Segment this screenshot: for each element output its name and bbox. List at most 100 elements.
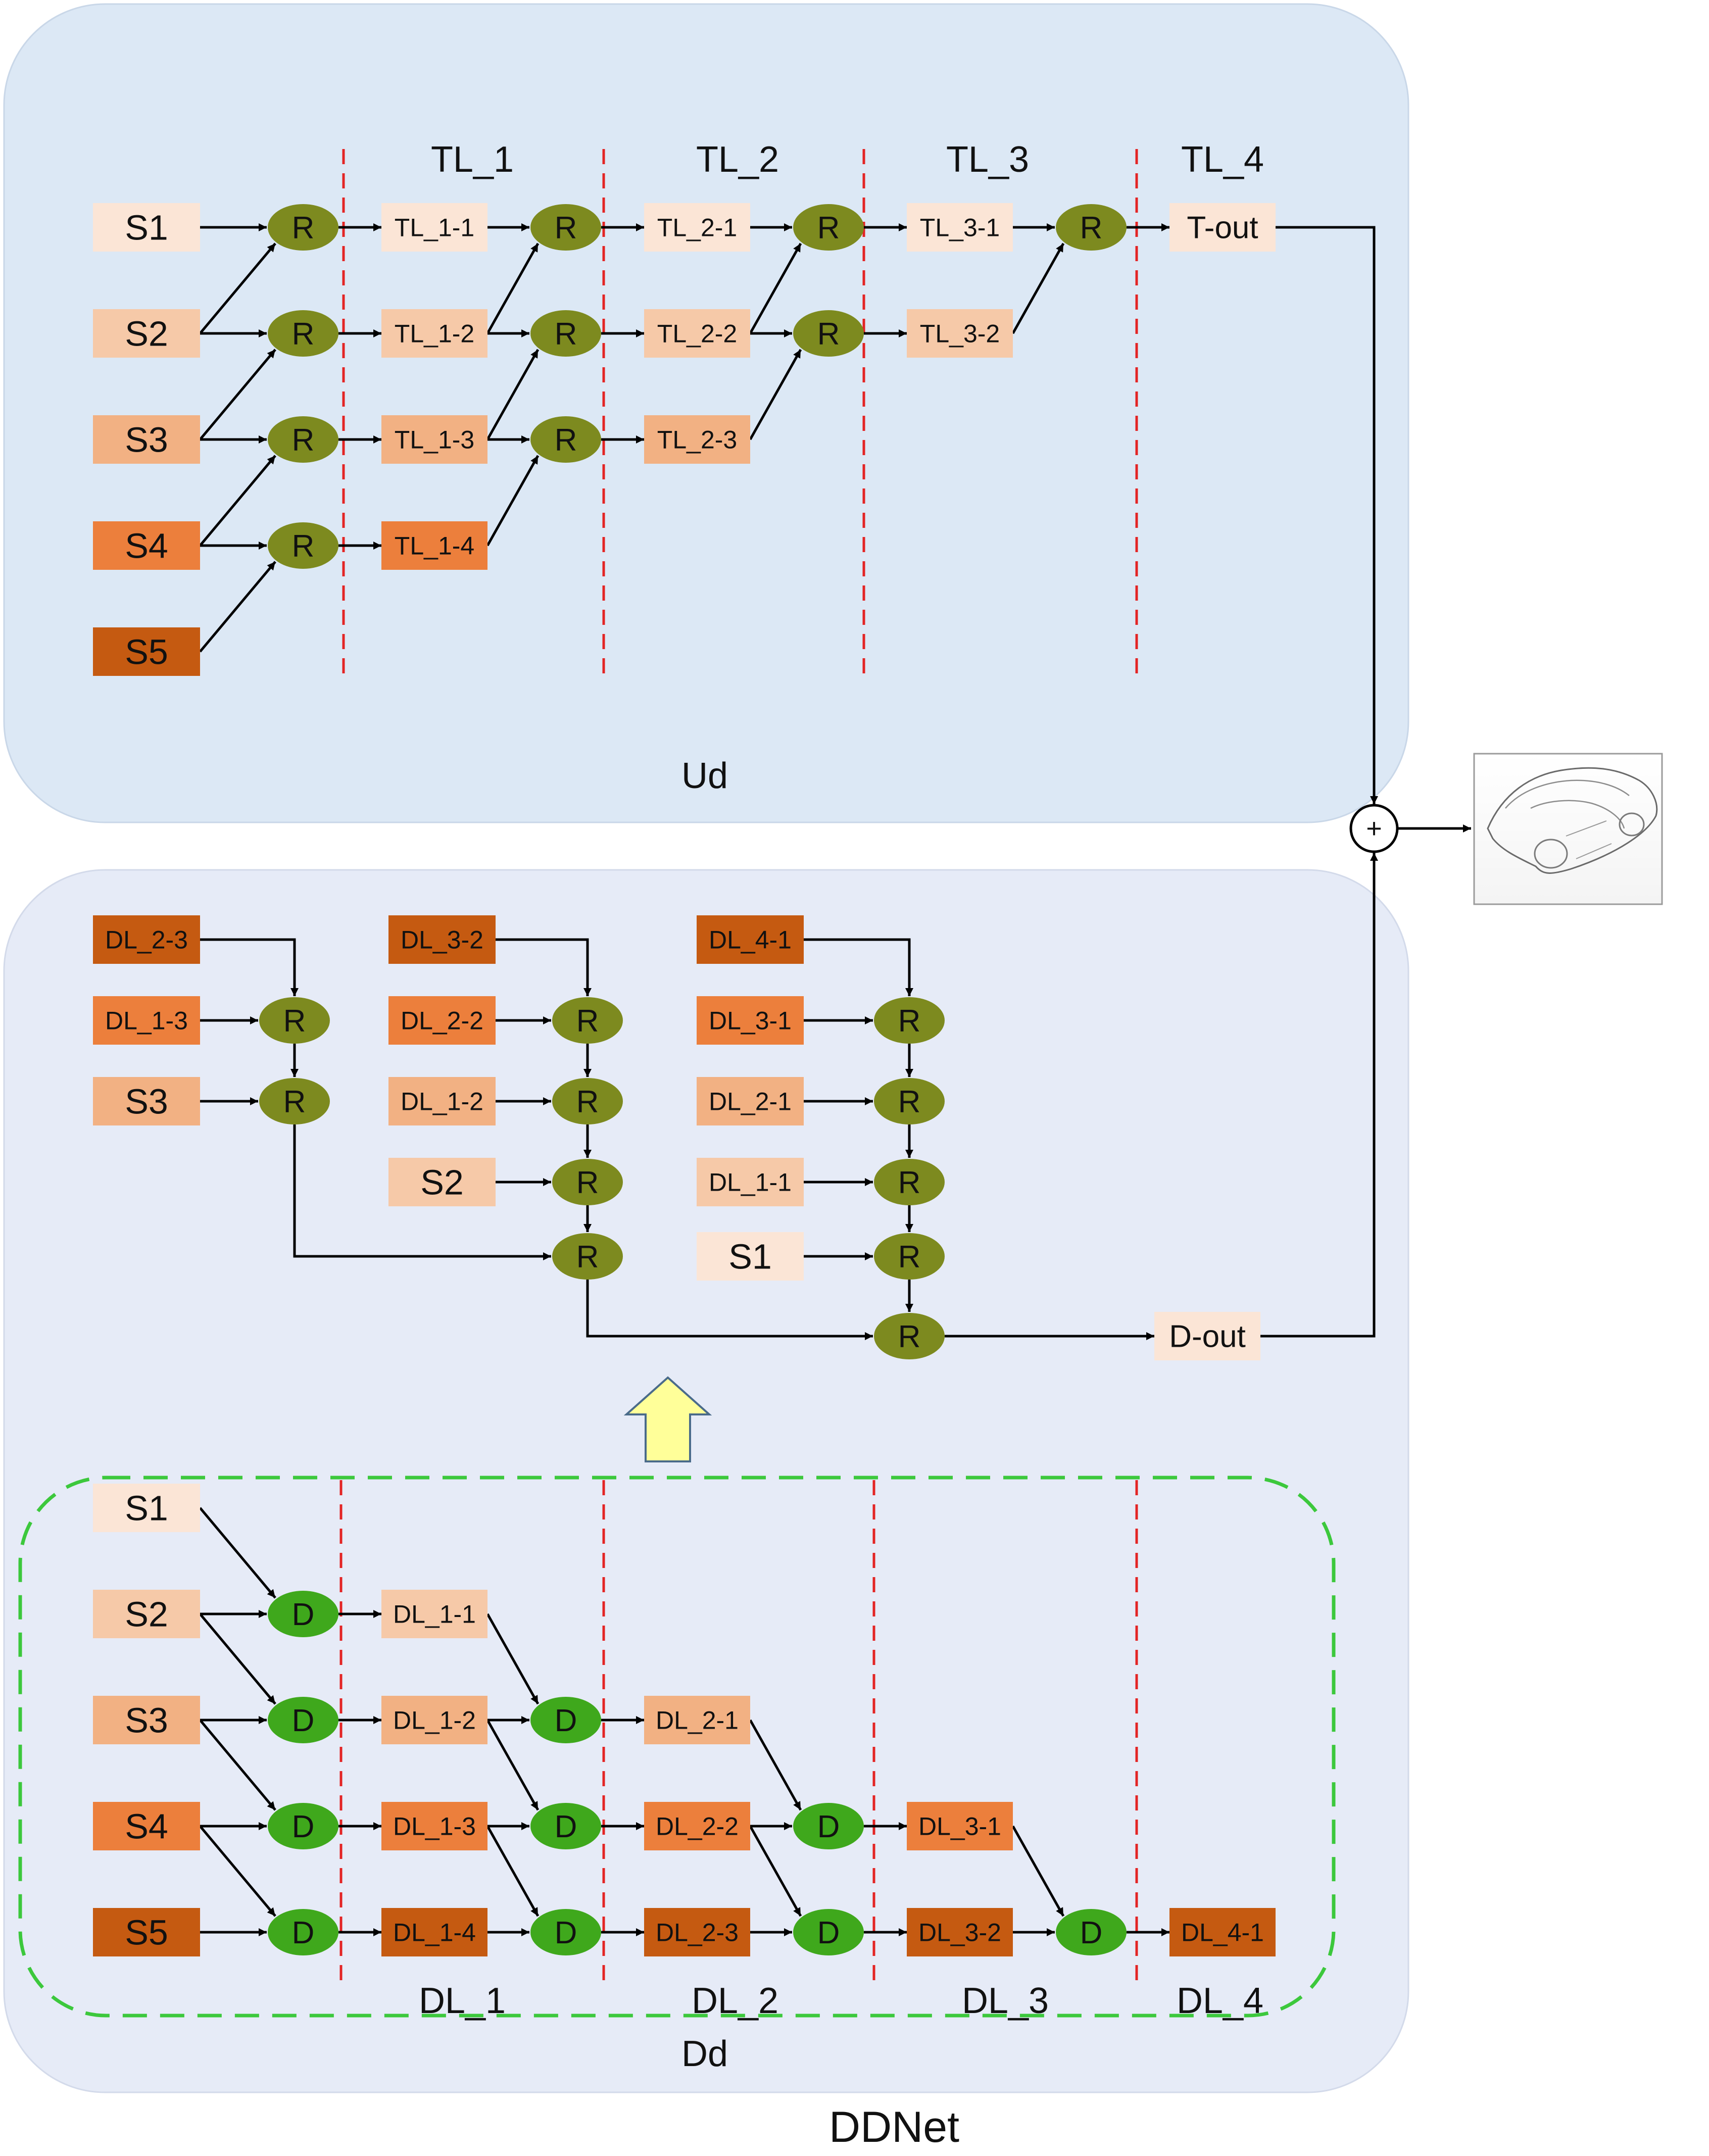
edge-arrow xyxy=(486,349,540,440)
ud-tl3-0-box xyxy=(907,203,1013,252)
edge-arrow xyxy=(749,1825,802,1917)
dd-dl1-1-box xyxy=(381,1696,487,1744)
diagram-title: DDNet xyxy=(829,2103,959,2151)
ud-source-s3-box xyxy=(93,415,200,464)
ud-source-s3-label: S3 xyxy=(125,420,168,460)
fusion-c1-b-label: DL_1-3 xyxy=(105,1007,188,1035)
dd-dl4-0-box xyxy=(1169,1908,1276,1956)
dd-dl1-3-label: DL_1-4 xyxy=(393,1919,476,1947)
dd-source-s1-label: S1 xyxy=(125,1489,168,1528)
ud-source-s2-box xyxy=(93,309,200,358)
ud-tl3-1-box xyxy=(907,309,1013,358)
fusion-c3-r-node-text: R xyxy=(898,1004,921,1039)
fusion-c2-2-box xyxy=(388,1077,496,1125)
yellow-up-arrow xyxy=(623,1376,712,1462)
fusion-c2-2-label: DL_1-2 xyxy=(401,1088,483,1116)
fusion-c3-r-node-text: R xyxy=(898,1165,921,1200)
fusion-c3-3-box xyxy=(697,1158,804,1206)
dd-d2-node-text: D xyxy=(555,1809,577,1844)
ud-tl1-3-box xyxy=(381,521,487,570)
edge-arrow xyxy=(496,938,592,996)
dd-d1-node-text: D xyxy=(292,1916,315,1950)
ud-label: Ud xyxy=(681,756,728,796)
dd-d1-node-text: D xyxy=(292,1597,315,1632)
fusion-c3-2-box xyxy=(697,1077,804,1125)
fusion-c3-r-node-text: R xyxy=(898,1240,921,1275)
ud-tl3-0-label: TL_3-1 xyxy=(920,214,1000,242)
edge-arrow xyxy=(293,1124,551,1260)
fusion-c1-r-node xyxy=(259,1078,330,1124)
ud-r2-node-text: R xyxy=(555,423,577,458)
ud-t-out-box xyxy=(1169,203,1276,252)
dd-source-s1-box xyxy=(93,1484,200,1532)
ud-r1-node-text: R xyxy=(292,211,315,246)
ud-source-s2-label: S2 xyxy=(125,314,168,354)
edge-arrow xyxy=(486,455,540,547)
edge-arrow xyxy=(199,1613,276,1705)
fusion-c3-0-label: DL_4-1 xyxy=(709,926,792,954)
ud-r1-node xyxy=(268,522,338,569)
d-out-to-sum-edge xyxy=(1260,853,1378,1338)
dd-dl1-0-box xyxy=(381,1590,487,1638)
dd-stage-label: DL_2 xyxy=(692,1981,778,2021)
edge-arrow xyxy=(199,1719,276,1811)
dd-dl2-2-box xyxy=(644,1908,750,1956)
sum-node xyxy=(1349,804,1399,853)
dd-panel xyxy=(3,869,1409,2093)
ud-tl2-0-box xyxy=(644,203,750,252)
fusion-c1-c-label: S3 xyxy=(125,1082,168,1121)
fusion-c2-r-node xyxy=(552,1233,623,1280)
ud-r1-node-text: R xyxy=(292,423,315,458)
edge-arrow xyxy=(749,1719,802,1811)
edge-arrow xyxy=(199,242,276,334)
fusion-c2-3-box xyxy=(388,1158,496,1206)
ud-r2-node xyxy=(530,310,601,357)
ud-source-s1-box xyxy=(93,203,200,252)
ud-tl2-2-label: TL_2-3 xyxy=(657,426,737,454)
ud-r4-node-text: R xyxy=(1080,211,1103,246)
fusion-c3-r-node-text: R xyxy=(898,1085,921,1119)
edge-arrow xyxy=(199,561,276,653)
dd-dashed-frame xyxy=(18,1476,1336,2018)
dd-d1-node xyxy=(268,1591,338,1637)
ud-source-s4-box xyxy=(93,521,200,570)
ud-stage-label: TL_1 xyxy=(431,139,514,180)
ud-source-s1-label: S1 xyxy=(125,208,168,248)
fusion-c2-1-box xyxy=(388,996,496,1045)
dd-d3-node xyxy=(793,1803,864,1849)
fusion-c3-4-label: S1 xyxy=(728,1237,772,1277)
edge-arrow xyxy=(486,1719,540,1811)
edge-arrow xyxy=(749,349,802,440)
fusion-c2-r-node-text: R xyxy=(576,1004,599,1039)
t-out-to-sum-edge xyxy=(1276,226,1378,804)
ud-r2-node xyxy=(530,204,601,251)
ud-tl3-1-label: TL_3-2 xyxy=(920,320,1000,348)
fusion-c1-c-box xyxy=(93,1077,200,1125)
dd-d3-node-text: D xyxy=(817,1809,840,1844)
dd-d-out-label: D-out xyxy=(1169,1319,1246,1354)
fusion-c3-r-node xyxy=(874,997,945,1044)
ud-source-s5-label: S5 xyxy=(125,632,168,672)
edge-arrow xyxy=(749,242,802,334)
dd-d4-node-text: D xyxy=(1080,1916,1103,1950)
ud-panel xyxy=(3,3,1409,823)
fusion-c2-1-label: DL_2-2 xyxy=(401,1007,483,1035)
ud-source-s5-box xyxy=(93,627,200,676)
ud-r1-node xyxy=(268,204,338,251)
fusion-c3-4-box xyxy=(697,1232,804,1281)
ud-r3-node xyxy=(793,310,864,357)
dd-dl1-0-label: DL_1-1 xyxy=(393,1600,476,1629)
dd-source-s4-label: S4 xyxy=(125,1807,168,1846)
ud-tl1-0-label: TL_1-1 xyxy=(395,214,474,242)
ud-tl2-1-label: TL_2-2 xyxy=(657,320,737,348)
ud-r1-node-text: R xyxy=(292,317,315,352)
fusion-c1-r-node-text: R xyxy=(283,1004,306,1039)
ud-tl1-2-label: TL_1-3 xyxy=(395,426,474,454)
dd-source-s3-label: S3 xyxy=(125,1701,168,1740)
fusion-c1-r-node-text: R xyxy=(283,1085,306,1119)
ud-tl1-3-label: TL_1-4 xyxy=(395,532,474,560)
dd-dl3-1-box xyxy=(907,1908,1013,1956)
ud-r4-node xyxy=(1056,204,1127,251)
fusion-c2-r-node-text: R xyxy=(576,1165,599,1200)
